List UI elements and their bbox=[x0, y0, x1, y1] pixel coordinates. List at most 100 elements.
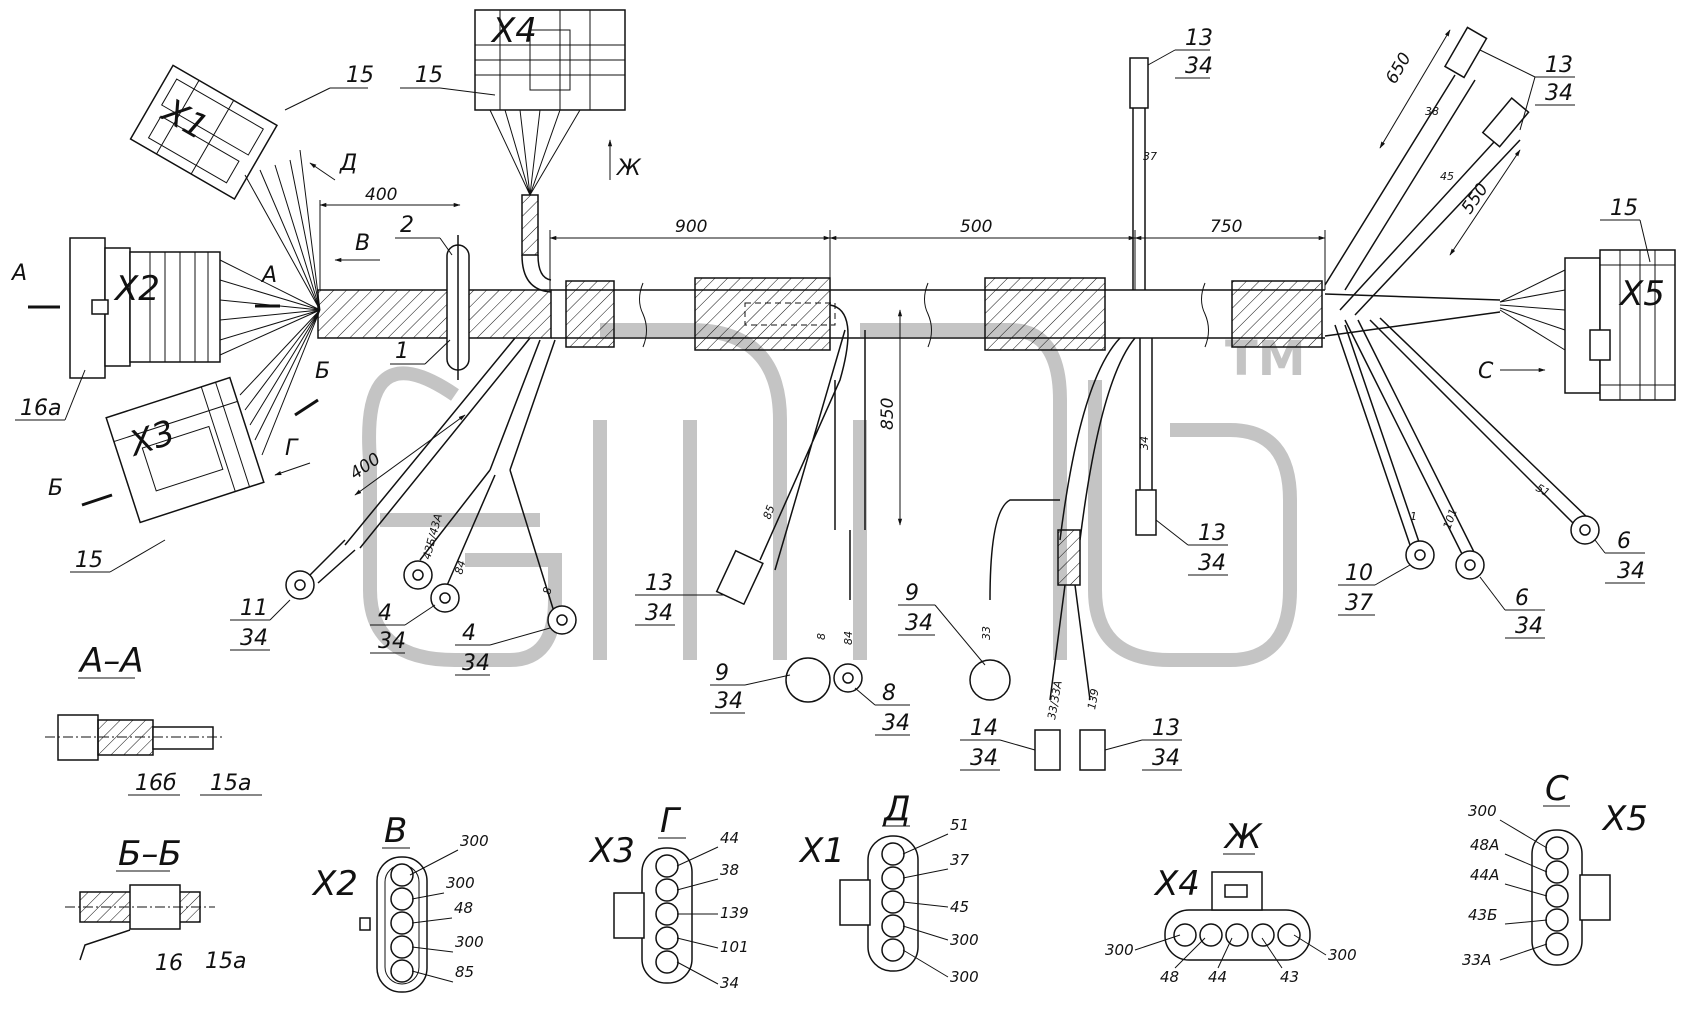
callout-13-mid: 13 bbox=[645, 571, 673, 596]
pinout-v-pin-1: 300 bbox=[460, 832, 489, 850]
callout-15-x1: 15 bbox=[346, 63, 374, 88]
callout-14: 14 bbox=[970, 716, 998, 741]
section-aa: А–А 16б 15а bbox=[45, 641, 262, 796]
pinout-g-mark: Г bbox=[660, 801, 682, 841]
pinout-zh-pin-44: 44 bbox=[1208, 968, 1227, 986]
callout-9b: 9 bbox=[905, 581, 919, 606]
wire-label-51: 51 bbox=[1534, 481, 1553, 499]
callout-13-center: 13 bbox=[1198, 521, 1226, 546]
callout-13-right: 13 bbox=[1545, 53, 1573, 78]
callout-34-13mid: 34 bbox=[645, 601, 673, 626]
callout-10: 10 bbox=[1345, 561, 1373, 586]
callout-6b: 6 bbox=[1617, 529, 1631, 554]
section-aa-part-2: 15а bbox=[210, 771, 251, 796]
view-marks: А А Б Б В Г Д Ж С bbox=[10, 139, 1546, 507]
callout-34-9a: 34 bbox=[715, 689, 743, 714]
callout-34-14: 34 bbox=[970, 746, 998, 771]
pinout-s-pin-3: 44А bbox=[1470, 866, 1499, 884]
callout-13-bottom: 13 bbox=[1152, 716, 1180, 741]
view-mark-a-right: А bbox=[260, 263, 277, 288]
pinout-g-x3: Г X3 44 38 139 101 34 bbox=[588, 801, 749, 992]
callout-13-top: 13 bbox=[1185, 26, 1213, 51]
callout-34-13bottom: 34 bbox=[1152, 746, 1180, 771]
x3-wires bbox=[239, 309, 321, 456]
callouts: 15 15 2 1 16а 15 15 13 34 13 34 11 34 4 … bbox=[15, 26, 1651, 771]
pinout-zh-pin-48: 48 bbox=[1160, 968, 1179, 986]
pinout-v-x2: В X2 300 300 48 300 85 bbox=[311, 811, 489, 993]
pinout-zh-conn: X4 bbox=[1153, 864, 1200, 904]
pinout-zh-pin-43: 43 bbox=[1280, 968, 1299, 986]
callout-6a: 6 bbox=[1515, 586, 1529, 611]
callout-34-8: 34 bbox=[882, 711, 910, 736]
lower-branches: 43Б/43А 84 8 85 850 8 84 33 33/33А 139 3… bbox=[285, 304, 1600, 771]
connector-x2: X2 bbox=[69, 237, 321, 379]
pinout-g-pin-1: 44 bbox=[720, 829, 739, 847]
pinout-v-pin-2: 300 bbox=[446, 874, 475, 892]
wire-label-37: 37 bbox=[1143, 150, 1157, 163]
callout-4b: 4 bbox=[462, 621, 476, 646]
pinout-d-pin-3: 45 bbox=[950, 898, 969, 916]
dim-900: 900 bbox=[675, 217, 707, 237]
section-bb-part-2: 15а bbox=[205, 949, 246, 974]
dim-500: 500 bbox=[960, 217, 992, 237]
pinout-d-pin-1: 51 bbox=[950, 816, 969, 834]
section-bb-part-1: 16 bbox=[155, 951, 183, 976]
pinout-zh-x4: Ж X4 300 300 48 44 43 bbox=[1105, 817, 1357, 986]
section-aa-part-1: 16б bbox=[135, 771, 177, 796]
dim-750: 750 bbox=[1210, 217, 1242, 237]
view-mark-v: В bbox=[355, 231, 370, 256]
callout-34-right: 34 bbox=[1545, 81, 1573, 106]
top-right-branches: 38 45 650 550 bbox=[1324, 26, 1530, 316]
callout-34-4b: 34 bbox=[462, 651, 490, 676]
view-mark-b-bottom: Б bbox=[48, 476, 63, 501]
section-aa-title: А–А bbox=[78, 641, 144, 681]
wire-label-8a: 8 bbox=[815, 633, 828, 640]
callout-34-11: 34 bbox=[240, 626, 268, 651]
wire-label-85: 85 bbox=[761, 503, 778, 521]
callout-37-10: 37 bbox=[1345, 591, 1373, 616]
wire-label-34: 34 bbox=[1138, 436, 1151, 450]
pinout-d-pin-4: 300 bbox=[950, 931, 979, 949]
callout-4a: 4 bbox=[378, 601, 392, 626]
wire-label-139: 139 bbox=[1085, 688, 1101, 711]
callout-15-x5: 15 bbox=[1610, 196, 1638, 221]
pinout-g-pin-4: 101 bbox=[720, 938, 749, 956]
connector-x5: X5 bbox=[1324, 249, 1676, 401]
callout-34-top: 34 bbox=[1185, 54, 1213, 79]
callout-8: 8 bbox=[882, 681, 896, 706]
pinout-d-pin-5: 300 bbox=[950, 968, 979, 986]
connector-x2-label: X2 bbox=[113, 269, 160, 309]
pinout-zh-right: 300 bbox=[1328, 946, 1357, 964]
pinout-v-conn: X2 bbox=[311, 864, 358, 904]
connector-x1: X1 bbox=[129, 64, 278, 200]
wire-label-33: 33 bbox=[980, 626, 993, 640]
pinout-s-conn: X5 bbox=[1601, 799, 1648, 839]
pinout-g-pin-5: 34 bbox=[720, 974, 739, 992]
callout-11: 11 bbox=[240, 596, 268, 621]
pinout-v-pin-4: 300 bbox=[455, 933, 484, 951]
dim-850: 850 bbox=[878, 398, 898, 430]
pinout-g-pin-3: 139 bbox=[720, 904, 749, 922]
callout-1: 1 bbox=[395, 339, 409, 364]
wire-label-1: 1 bbox=[1410, 510, 1417, 523]
pinout-g-pin-2: 38 bbox=[720, 861, 739, 879]
pinout-d-mark: Д bbox=[882, 789, 911, 829]
view-mark-g: Г bbox=[285, 436, 299, 461]
pinout-v-pin-3: 48 bbox=[454, 899, 473, 917]
pinout-s-x5: С X5 300 48А 44А 43Б 33А bbox=[1462, 769, 1648, 969]
pinout-v-mark: В bbox=[384, 811, 407, 851]
callout-15-x4: 15 bbox=[415, 63, 443, 88]
dim-650: 650 bbox=[1382, 49, 1416, 87]
callout-15-x3: 15 bbox=[75, 548, 103, 573]
wire-label-101: 101 bbox=[1441, 507, 1460, 531]
pinout-s-pin-5: 33А bbox=[1462, 951, 1491, 969]
wire-label-8b: 8 bbox=[540, 586, 554, 596]
wire-label-45: 45 bbox=[1440, 170, 1454, 183]
pinout-s-pin-4: 43Б bbox=[1468, 906, 1497, 924]
callout-2: 2 bbox=[400, 213, 414, 238]
callout-16a: 16а bbox=[20, 396, 61, 421]
pinout-d-pin-2: 37 bbox=[950, 851, 970, 869]
wire-label-38: 38 bbox=[1425, 105, 1439, 118]
wire-label-84b: 84 bbox=[452, 559, 468, 576]
view-mark-a-left: А bbox=[10, 261, 27, 286]
